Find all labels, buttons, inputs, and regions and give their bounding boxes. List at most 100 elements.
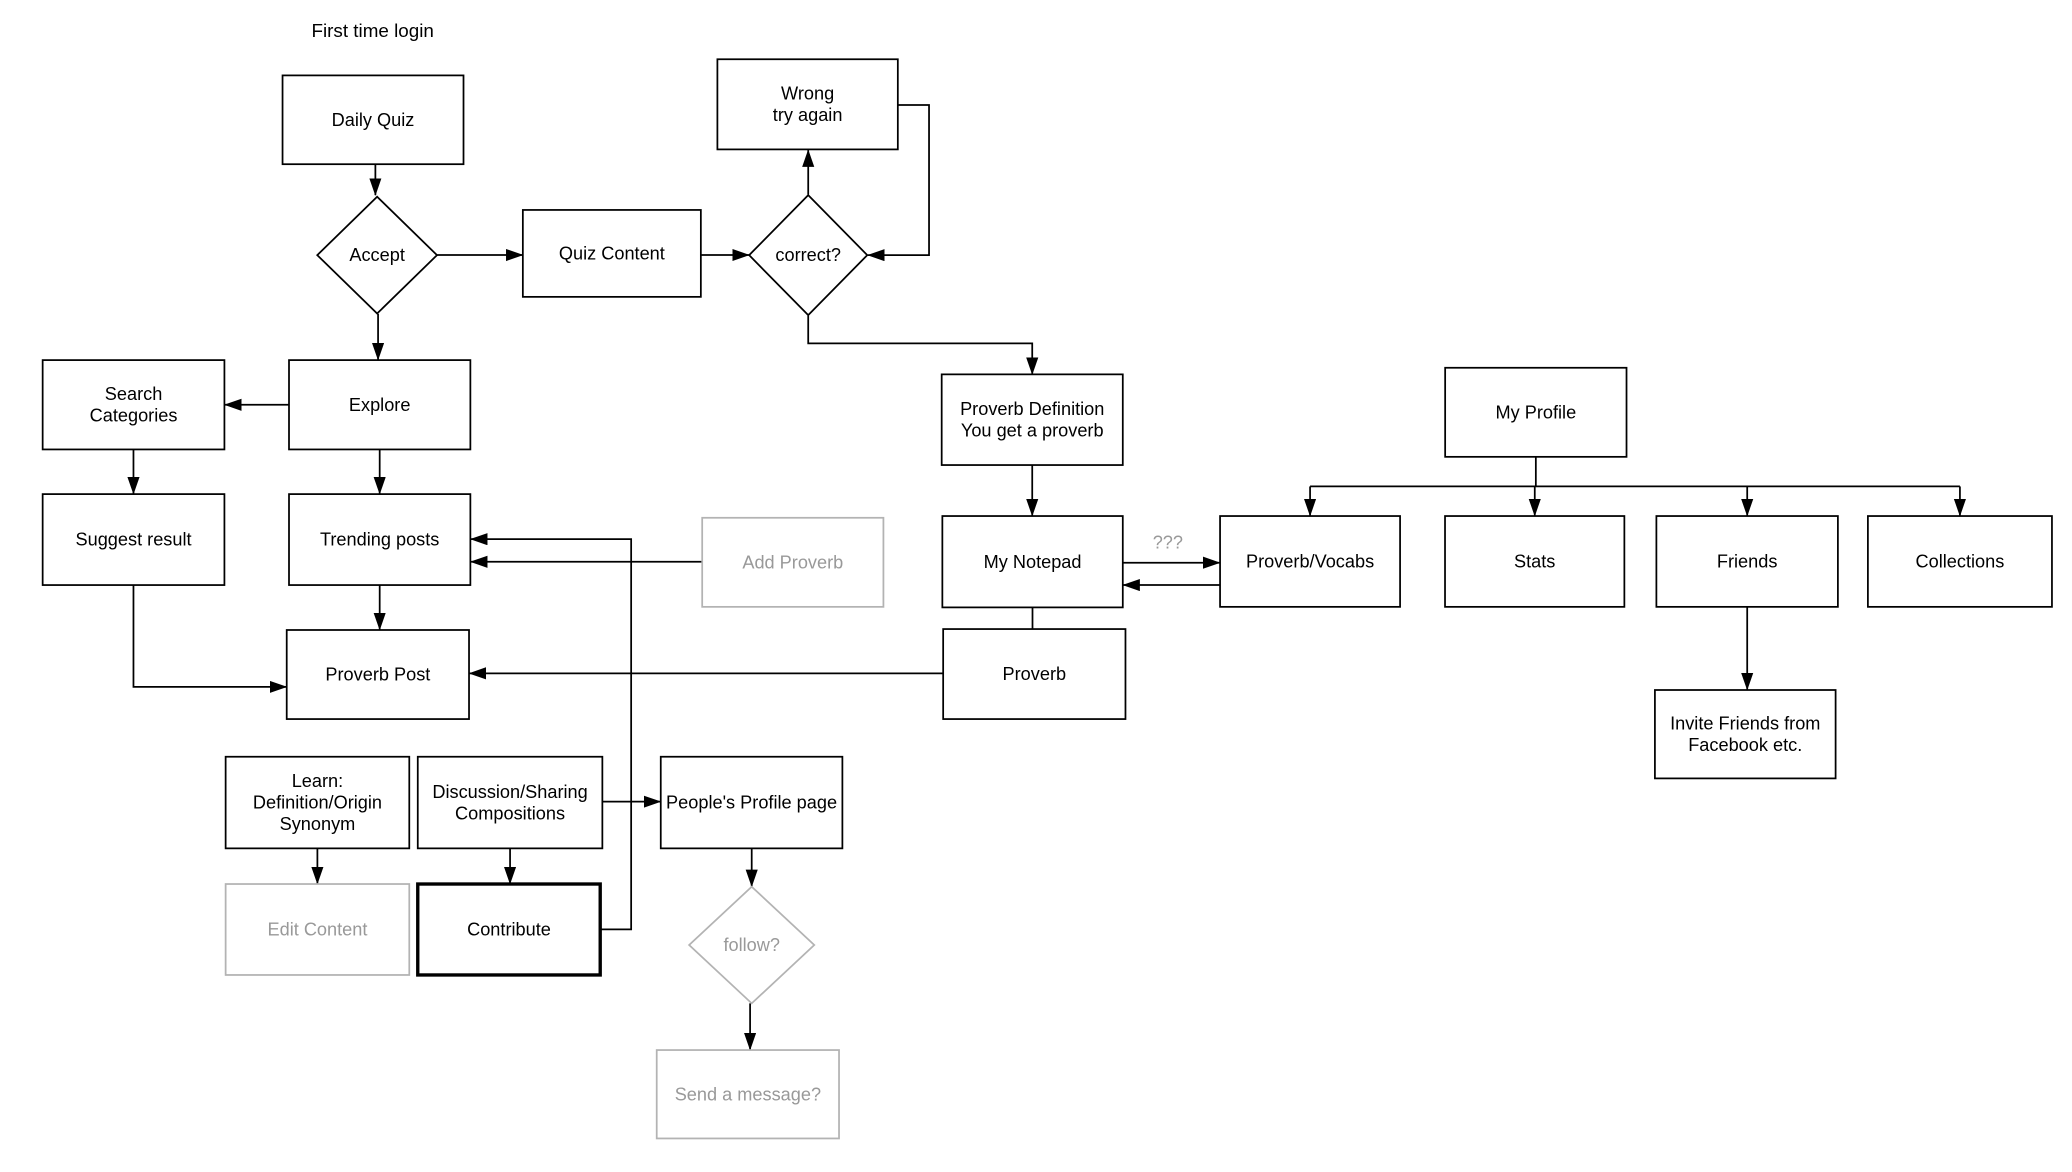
node-quiz-content[interactable]: Quiz Content — [521, 209, 702, 298]
send-a-message-box — [655, 1049, 840, 1140]
peoples-profile-page-label-line-0: People's Profile page — [666, 793, 837, 813]
discussion-sharing-label-line-1: Compositions — [455, 803, 565, 823]
accept-label: Accept — [349, 245, 405, 265]
friends-label: Friends — [1717, 552, 1778, 572]
node-proverb-vocabs[interactable]: Proverb/Vocabs — [1219, 515, 1401, 608]
edit-content-label: Edit Content — [267, 920, 367, 940]
edit-content-label-line-0: Edit Content — [267, 920, 367, 940]
invite-friends-label-line-0: Invite Friends from — [1670, 713, 1820, 733]
learn-label-line-2: Synonym — [280, 814, 356, 834]
node-send-a-message[interactable]: Send a message? — [655, 1049, 840, 1140]
accept-diamond-shape — [316, 195, 439, 315]
node-collections[interactable]: Collections — [1867, 515, 2053, 608]
node-daily-quiz[interactable]: Daily Quiz — [281, 74, 465, 166]
accept-label-line-0: Accept — [349, 245, 405, 265]
collections-label: Collections — [1916, 552, 2005, 572]
add-proverb-box — [701, 516, 885, 608]
annotation-first-time-login: First time login — [311, 20, 433, 41]
trending-posts-box — [288, 493, 472, 586]
proverb-post-label: Proverb Post — [325, 665, 430, 685]
my-notepad-box — [941, 515, 1124, 609]
trending-posts-label-line-0: Trending posts — [320, 530, 439, 550]
trending-posts-label: Trending posts — [320, 530, 439, 550]
follow-label-line-0: follow? — [723, 935, 780, 955]
my-profile-box — [1444, 366, 1628, 458]
learn-label-line-0: Learn: — [292, 771, 343, 791]
collections-box — [1867, 515, 2053, 608]
node-contribute[interactable]: Contribute — [416, 882, 602, 977]
stats-label-line-0: Stats — [1514, 552, 1555, 572]
invite-friends-box — [1654, 689, 1837, 780]
node-follow[interactable]: follow? — [687, 885, 816, 1005]
node-accept[interactable]: Accept — [316, 195, 439, 315]
proverb-box — [942, 628, 1127, 720]
learn-label-line-1: Definition/Origin — [253, 793, 382, 813]
quiz-content-label: Quiz Content — [559, 243, 665, 263]
node-my-profile[interactable]: My Profile — [1444, 366, 1628, 458]
node-add-proverb[interactable]: Add Proverb — [701, 516, 885, 608]
proverb-definition-label-line-0: Proverb Definition — [960, 399, 1104, 419]
learn-box — [224, 755, 411, 850]
edge-wrong-to-correct — [867, 104, 930, 262]
contribute-label-line-0: Contribute — [467, 920, 551, 940]
annotations-layer: First time login??? — [311, 20, 1183, 552]
my-notepad-label: My Notepad — [984, 552, 1082, 572]
node-my-notepad[interactable]: My Notepad — [941, 515, 1124, 609]
correct-label-line-0: correct? — [775, 245, 841, 265]
edge-suggest-result-to-proverb-post — [132, 585, 288, 693]
node-peoples-profile-page[interactable]: People's Profile page — [659, 755, 844, 850]
node-explore[interactable]: Explore — [288, 359, 472, 451]
quiz-content-label-line-0: Quiz Content — [559, 243, 665, 263]
proverb-label-line-0: Proverb — [1003, 664, 1067, 684]
follow-label: follow? — [723, 935, 780, 955]
friends-label-line-0: Friends — [1717, 552, 1778, 572]
node-proverb-post[interactable]: Proverb Post — [285, 629, 470, 720]
search-categories-label-line-0: Search — [105, 384, 163, 404]
stats-box — [1444, 515, 1626, 608]
node-edit-content[interactable]: Edit Content — [224, 883, 411, 976]
suggest-result-box — [41, 493, 226, 586]
correct-label: correct? — [775, 245, 841, 265]
my-profile-label: My Profile — [1495, 402, 1576, 422]
node-trending-posts[interactable]: Trending posts — [288, 493, 472, 586]
my-notepad-label-line-0: My Notepad — [984, 552, 1082, 572]
proverb-definition-box — [940, 373, 1124, 466]
node-correct[interactable]: correct? — [747, 193, 869, 317]
discussion-sharing-box — [416, 755, 604, 850]
contribute-label: Contribute — [467, 920, 551, 940]
invite-friends-label-line-1: Facebook etc. — [1688, 735, 1802, 755]
wrong-try-again-label-line-0: Wrong — [781, 84, 834, 104]
discussion-sharing-label-line-0: Discussion/Sharing — [432, 782, 587, 802]
node-suggest-result[interactable]: Suggest result — [41, 493, 226, 586]
daily-quiz-label: Daily Quiz — [332, 110, 415, 130]
wrong-try-again-label-line-1: try again — [773, 105, 843, 125]
stats-label: Stats — [1514, 552, 1555, 572]
explore-label: Explore — [349, 395, 411, 415]
my-profile-label-line-0: My Profile — [1495, 402, 1576, 422]
node-friends[interactable]: Friends — [1655, 515, 1839, 608]
proverb-vocabs-box — [1219, 515, 1401, 608]
proverb-label: Proverb — [1003, 664, 1067, 684]
proverb-definition-label-line-1: You get a proverb — [961, 421, 1104, 441]
node-proverb[interactable]: Proverb — [942, 628, 1127, 720]
annotation-notepad-vocabs-question: ??? — [1153, 532, 1183, 552]
explore-label-line-0: Explore — [349, 395, 411, 415]
node-stats[interactable]: Stats — [1444, 515, 1626, 608]
contribute-box — [416, 882, 602, 977]
friends-box — [1655, 515, 1839, 608]
edges-layer — [127, 104, 1966, 1051]
quiz-content-box — [521, 209, 702, 298]
correct-diamond-shape — [747, 193, 869, 317]
proverb-post-box — [285, 629, 470, 720]
